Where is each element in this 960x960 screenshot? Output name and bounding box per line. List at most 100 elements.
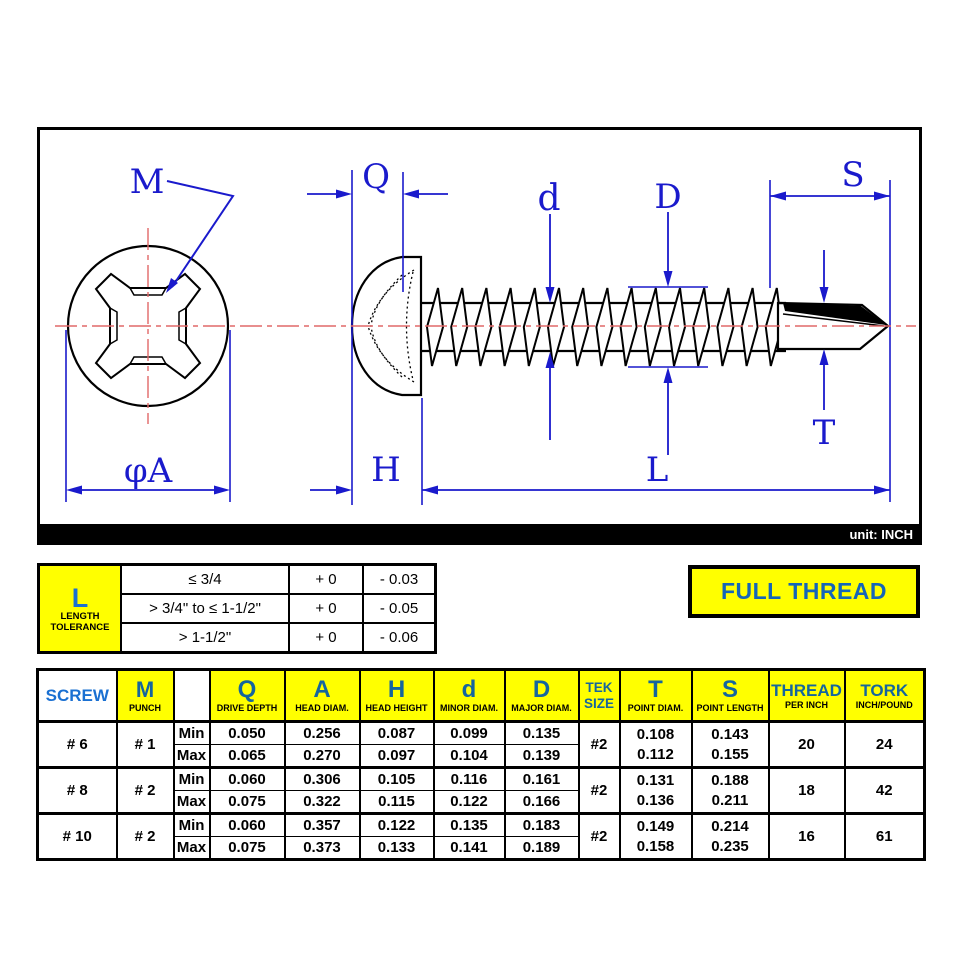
t-values: 0.108 0.112 bbox=[618, 720, 693, 769]
label-m: M bbox=[130, 162, 165, 202]
header-tek-size: TEK SIZE bbox=[577, 668, 621, 723]
tek-size: #2 bbox=[577, 766, 621, 815]
label-phi-a: φA bbox=[124, 451, 173, 491]
label-d: d bbox=[537, 178, 560, 219]
tolerance-plus: + 0 bbox=[288, 593, 364, 624]
tolerance-minus: - 0.05 bbox=[362, 593, 437, 624]
d-min: 0.116 bbox=[432, 766, 506, 791]
header-major-d: D MAJOR DIAM. bbox=[503, 668, 580, 723]
thread-flights bbox=[425, 287, 783, 367]
d-min: 0.135 bbox=[432, 812, 506, 837]
max-label: Max bbox=[172, 836, 211, 861]
length-tolerance-table: L LENGTH TOLERANCE ≤ 3/4 + 0 - 0.03 > 3/… bbox=[37, 563, 437, 654]
q-max: 0.075 bbox=[208, 836, 286, 861]
screw-size: # 6 bbox=[36, 720, 118, 769]
q-min: 0.050 bbox=[208, 720, 286, 745]
header-m: M PUNCH bbox=[115, 668, 175, 723]
table-row: # 8 # 2 Min 0.060 0.306 0.105 0.116 0.16… bbox=[36, 766, 926, 815]
screw-size: # 8 bbox=[36, 766, 118, 815]
h-max: 0.115 bbox=[358, 790, 435, 815]
max-label: Max bbox=[172, 790, 211, 815]
min-label: Min bbox=[172, 766, 211, 791]
d-max: 0.104 bbox=[432, 744, 506, 769]
extension-lines bbox=[65, 170, 891, 505]
header-q: Q DRIVE DEPTH bbox=[208, 668, 286, 723]
a-min: 0.256 bbox=[283, 720, 361, 745]
a-max: 0.270 bbox=[283, 744, 361, 769]
tolerance-minus: - 0.06 bbox=[362, 622, 437, 654]
table-row: Max 0.075 0.373 0.133 0.141 0.189 bbox=[38, 836, 925, 861]
tolerance-symbol: L bbox=[71, 582, 89, 613]
major-d-max: 0.139 bbox=[503, 744, 580, 769]
thread-per-inch: 16 bbox=[767, 812, 846, 861]
spec-table: SCREW M PUNCH Q DRIVE DEPTH A HEAD DIAM.… bbox=[36, 668, 926, 861]
thread-per-inch: 18 bbox=[767, 766, 846, 815]
punch-size: # 2 bbox=[115, 766, 175, 815]
recess-hidden-lines bbox=[367, 269, 415, 383]
label-s: S bbox=[841, 155, 864, 195]
label-major-d: D bbox=[654, 177, 681, 217]
tork: 42 bbox=[843, 766, 926, 815]
punch-size: # 1 bbox=[115, 720, 175, 769]
h-max: 0.133 bbox=[358, 836, 435, 861]
label-h: H bbox=[371, 450, 401, 490]
table-row: Max 0.065 0.270 0.097 0.104 0.139 bbox=[38, 744, 925, 769]
header-screw: SCREW bbox=[36, 668, 118, 723]
major-d-min: 0.135 bbox=[503, 720, 580, 745]
header-d: d MINOR DIAM. bbox=[432, 668, 506, 723]
screw-size: # 10 bbox=[36, 812, 118, 861]
label-t: T bbox=[813, 413, 836, 453]
major-d-max: 0.166 bbox=[503, 790, 580, 815]
min-label: Min bbox=[172, 812, 211, 837]
tolerance-range: ≤ 3/4 bbox=[120, 563, 290, 595]
header-t: T POINT DIAM. bbox=[618, 668, 693, 723]
tolerance-symbol-cell: L LENGTH TOLERANCE bbox=[37, 563, 122, 654]
thread-per-inch: 20 bbox=[767, 720, 846, 769]
tork: 24 bbox=[843, 720, 926, 769]
centerlines bbox=[55, 228, 916, 424]
major-d-max: 0.189 bbox=[503, 836, 580, 861]
punch-size: # 2 bbox=[115, 812, 175, 861]
header-thread: THREAD PER INCH bbox=[767, 668, 846, 723]
label-q: Q bbox=[362, 157, 390, 197]
tek-size: #2 bbox=[577, 720, 621, 769]
tolerance-range: > 3/4" to ≤ 1-1/2" bbox=[120, 593, 290, 624]
t-values: 0.149 0.158 bbox=[618, 812, 693, 861]
full-thread-badge: FULL THREAD bbox=[688, 565, 920, 618]
q-min: 0.060 bbox=[208, 766, 286, 791]
max-label: Max bbox=[172, 744, 211, 769]
arrowheads bbox=[66, 189, 890, 495]
label-l: L bbox=[646, 450, 669, 490]
table-row: # 6 # 1 Min 0.050 0.256 0.087 0.099 0.13… bbox=[36, 720, 926, 769]
tek-size: #2 bbox=[577, 812, 621, 861]
q-max: 0.075 bbox=[208, 790, 286, 815]
h-max: 0.097 bbox=[358, 744, 435, 769]
a-min: 0.306 bbox=[283, 766, 361, 791]
a-min: 0.357 bbox=[283, 812, 361, 837]
s-values: 0.143 0.155 bbox=[690, 720, 770, 769]
table-row: Max 0.075 0.322 0.115 0.122 0.166 bbox=[38, 790, 925, 815]
h-min: 0.087 bbox=[358, 720, 435, 745]
header-tork: TORK INCH/POUND bbox=[843, 668, 926, 723]
tolerance-minus: - 0.03 bbox=[362, 563, 437, 595]
tolerance-title-1: LENGTH bbox=[60, 610, 100, 622]
tork: 61 bbox=[843, 812, 926, 861]
a-max: 0.373 bbox=[283, 836, 361, 861]
d-max: 0.141 bbox=[432, 836, 506, 861]
tolerance-range: > 1-1/2" bbox=[120, 622, 290, 654]
major-d-min: 0.161 bbox=[503, 766, 580, 791]
dimension-labels: M Q d D S T H L φA bbox=[124, 155, 865, 491]
dimension-lines bbox=[82, 180, 890, 491]
header-a: A HEAD DIAM. bbox=[283, 668, 361, 723]
major-d-min: 0.183 bbox=[503, 812, 580, 837]
tolerance-plus: + 0 bbox=[288, 622, 364, 654]
header-h: H HEAD HEIGHT bbox=[358, 668, 435, 723]
a-max: 0.322 bbox=[283, 790, 361, 815]
d-min: 0.099 bbox=[432, 720, 506, 745]
q-max: 0.065 bbox=[208, 744, 286, 769]
t-values: 0.131 0.136 bbox=[618, 766, 693, 815]
unit-note: unit: INCH bbox=[849, 527, 913, 542]
tolerance-plus: + 0 bbox=[288, 563, 364, 595]
